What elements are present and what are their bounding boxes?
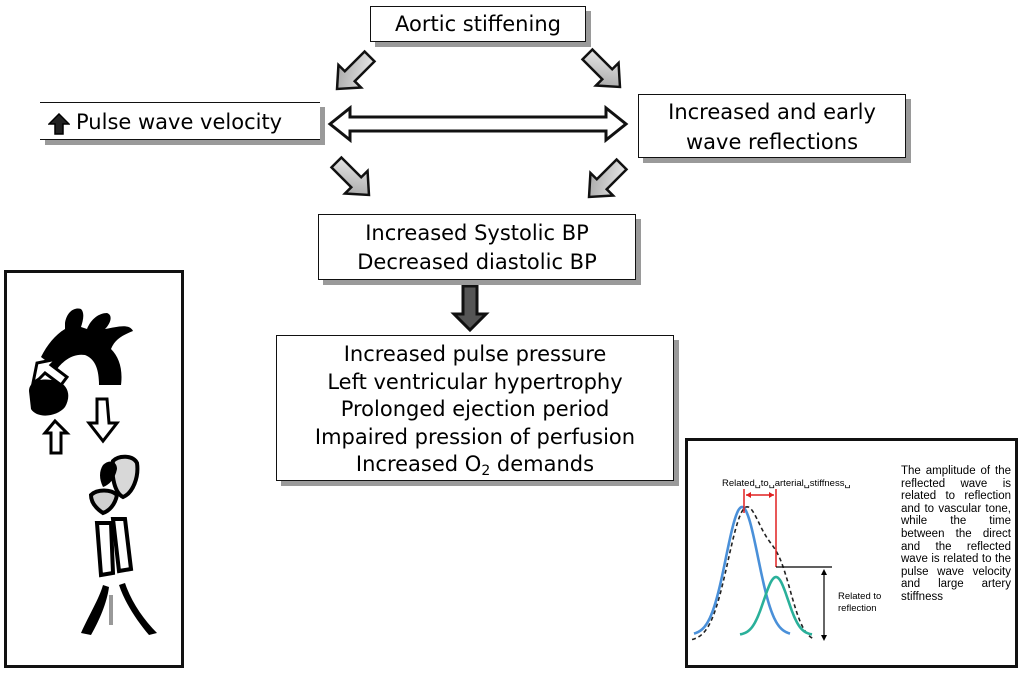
consequence-lv-hypertrophy: Left ventricular hypertrophy <box>327 369 623 394</box>
amplitude-arrowhead-up <box>821 569 827 575</box>
arrow-pwv-to-bp <box>329 155 371 197</box>
o2-subscript: 2 <box>481 463 491 479</box>
aortic-stiffening-label: Aortic stiffening <box>395 12 561 36</box>
diastolic-bp-label: Decreased diastolic BP <box>357 250 597 274</box>
arrow-bp-to-consequences <box>450 284 490 333</box>
stiffness-label: Related␣to␣arterial␣stiffness␣ <box>722 478 851 489</box>
sum-wave-curve <box>691 505 815 641</box>
reflection-label-line-2: reflection <box>838 603 877 614</box>
wave-inset-panel: Related␣to␣arterial␣stiffness␣ Related t… <box>685 438 1018 668</box>
arrow-aortic-to-reflections <box>580 47 622 89</box>
pulse-wave-velocity-label: Pulse wave velocity <box>76 110 283 134</box>
consequence-perfusion: Impaired pression of perfusion <box>314 424 636 449</box>
reflection-label-line-1: Related to <box>838 591 881 602</box>
consequence-o2-demands: Increased O2 demands <box>277 451 673 486</box>
consequences-box: Increased pulse pressure Left ventricula… <box>276 335 674 481</box>
aortic-arch-icon <box>29 308 133 416</box>
arrow-pwv-reflections-double <box>327 104 629 144</box>
blood-pressure-box: Increased Systolic BP Decreased diastoli… <box>318 214 636 280</box>
up-arrow-icon <box>48 113 70 135</box>
aorta-illustration <box>29 308 157 635</box>
amplitude-arrowhead-down <box>821 635 827 641</box>
descending-aorta-icon <box>81 454 157 635</box>
wave-reflections-box: Increased and early wave reflections <box>638 94 906 158</box>
arrow-aortic-to-pwv <box>335 49 377 91</box>
arrow-reflections-to-bp <box>587 157 629 199</box>
wave-description: The amplitude of the reflected wave is r… <box>901 465 1011 603</box>
consequence-ejection-period: Prolonged ejection period <box>340 397 610 421</box>
systolic-bp-label: Increased Systolic BP <box>365 221 589 245</box>
consequence-pulse-pressure: Increased pulse pressure <box>343 342 607 366</box>
wave-chart: Related␣to␣arterial␣stiffness␣ Related t… <box>691 478 881 641</box>
reflections-line-2: wave reflections <box>685 130 859 154</box>
reflections-line-1: Increased and early <box>668 100 876 124</box>
time-delay-arrowhead-left <box>746 492 751 498</box>
reflected-wave-curve <box>739 575 813 636</box>
aorta-illustration-panel <box>4 270 184 668</box>
o2-suffix: demands <box>490 452 595 476</box>
o2-prefix: Increased O <box>355 452 482 476</box>
flow-arrow-icons <box>30 356 121 455</box>
pulse-wave-velocity-box: Pulse wave velocity <box>40 102 320 140</box>
aortic-stiffening-box: Aortic stiffening <box>370 6 586 42</box>
direct-wave-curve <box>693 505 791 635</box>
time-delay-arrowhead-right <box>769 492 774 498</box>
